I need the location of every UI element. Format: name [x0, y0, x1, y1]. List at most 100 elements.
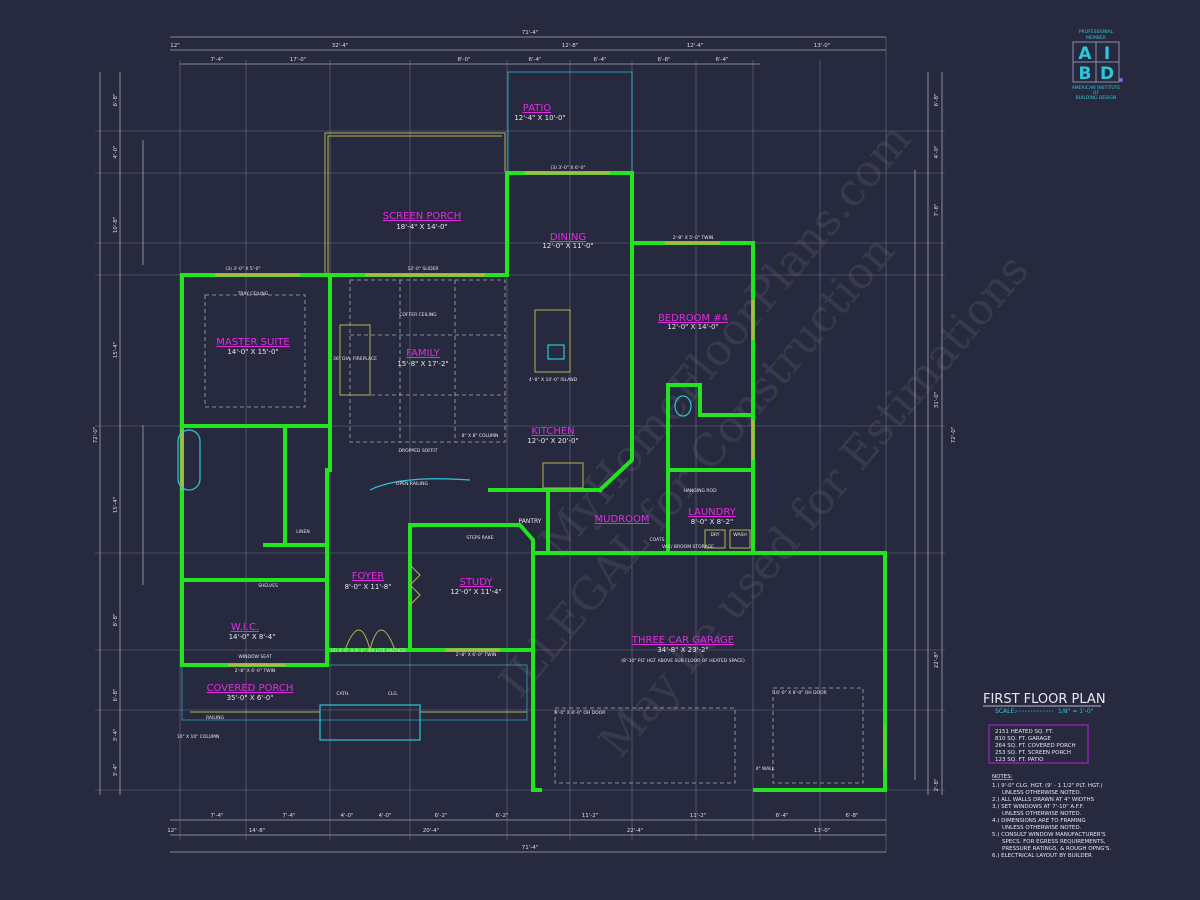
room-dining-dims: 12'-0" X 11'-0" — [542, 242, 593, 250]
room-family-dims: 15'-8" X 17'-2" — [397, 360, 448, 368]
dim-top: 12" — [170, 43, 180, 49]
room-patio-dims: 12'-4" X 10'-0" — [514, 114, 565, 122]
dim-bottom: 4'-0" — [378, 813, 391, 819]
fixtures — [177, 309, 886, 770]
label-wic-window: 2'-8" X 6'-0" TWIN — [235, 668, 276, 674]
dimension-lines — [95, 36, 945, 853]
windows — [180, 171, 755, 667]
room-garage-label: THREE CAR GARAGE — [631, 635, 734, 646]
dim-top-overall: 71'-4" — [522, 30, 539, 36]
label-pantry: PANTRY — [519, 518, 542, 525]
dim-bottom: 6'-4" — [775, 813, 788, 819]
label-slider: 12'-0" SLIDER — [407, 266, 438, 272]
room-patio-label: PATIO — [523, 103, 552, 114]
room-study-label: STUDY — [459, 577, 493, 588]
label-window-seat: WINDOW SEAT — [238, 654, 271, 660]
dim-left: 8'-8" — [113, 613, 119, 626]
room-screen-porch-dims: 18'-4" X 14'-0" — [396, 223, 447, 231]
dim-left: 4'-0" — [113, 145, 119, 158]
dim-left: 6'-8" — [113, 688, 119, 701]
area-line: 2151 HEATED SQ. FT. — [995, 729, 1054, 735]
label-hanging-rod: HANGING ROD — [683, 488, 717, 494]
room-study-dims: 12'-0" X 11'-4" — [450, 588, 501, 596]
watermark-line-1: MyHomeFloorPlans.com — [529, 114, 921, 567]
dim-bottom: 4'-0" — [340, 813, 353, 819]
dim-left: 15'-4" — [113, 497, 119, 514]
dim-bottom: 11'-2" — [690, 813, 707, 819]
label-study-window: 2'-8" X 6'-0" TWIN — [456, 652, 497, 658]
dim-bottom: 13'-0" — [814, 828, 831, 834]
room-wic-label: W.I.C. — [231, 622, 259, 633]
washer-icon — [729, 529, 751, 549]
room-laundry-dims: 8'-0" X 8'-2" — [691, 518, 733, 526]
dim-right: 31'-0" — [934, 392, 940, 409]
note-line: 4.) DIMENSIONS ARE TO FRAMING — [992, 818, 1086, 824]
note-line: 3.) SET WINDOWS AT 7'-10" A.F.F. — [992, 804, 1084, 810]
room-garage-dims: 34'-8" X 23'-2" — [657, 646, 708, 654]
label-coats: COATS — [650, 537, 665, 543]
dim-top: 6'-4" — [528, 57, 541, 63]
left-dimensions: 72'-0" 6'-8" 4'-0" 10'-8" 15'-4" 15'-4" … — [93, 93, 119, 776]
label-open-railing: OPEN RAILING — [396, 481, 428, 487]
note-line: UNLESS OTHERWISE NOTED. — [1002, 811, 1082, 817]
logo-letter: A — [1078, 44, 1092, 64]
room-kitchen-label: KITCHEN — [531, 426, 574, 437]
dim-left-overall: 72'-0" — [93, 427, 99, 444]
aibd-logo: PROFESSIONAL MEMBER A I B D AMERICAN INS… — [1072, 29, 1123, 101]
label-porch-column: 10" X 10" COLUMN — [177, 734, 219, 740]
room-garage-note: (8'-10" PLT HGT ABOVE SUB FLOOR OF HEATE… — [621, 658, 745, 664]
note-line: UNLESS OTHERWISE NOTED. — [1002, 825, 1082, 831]
label-tray-ceiling: TRAY CEILING — [237, 291, 269, 297]
room-covered-porch-dims: 35'-0" X 6'-0" — [227, 694, 274, 702]
room-bedroom-4-dims: 12'-0" X 14'-0" — [667, 323, 718, 331]
notes-heading: NOTES: — [992, 774, 1013, 780]
entry-door — [344, 629, 396, 651]
room-master-suite-label: MASTER SUITE — [216, 337, 289, 348]
room-kitchen-dims: 12'-0" X 20'-0" — [527, 437, 578, 445]
logo-letter: D — [1100, 64, 1114, 84]
label-linen: LINEN — [296, 529, 309, 535]
curved-stair — [369, 478, 471, 491]
room-wic-dims: 14'-0" X 8'-4" — [229, 633, 276, 641]
dryer-icon — [704, 529, 726, 549]
logo-text: OF — [1093, 90, 1100, 96]
ceiling-outlines — [204, 279, 864, 784]
dim-right: 2'-8" — [934, 778, 940, 791]
logo-letter: B — [1079, 64, 1092, 84]
stairs — [542, 462, 584, 489]
area-summary-box — [988, 724, 1089, 764]
logo-text: PROFESSIONAL — [1079, 29, 1114, 35]
note-line: PRESSURE RATINGS, & ROUGH OPNG'S. — [1002, 846, 1111, 852]
dim-bottom: 6'-2" — [434, 813, 447, 819]
dim-top: 32'-4" — [332, 43, 349, 49]
dim-bottom: 14'-8" — [249, 828, 266, 834]
dim-top: 6'-4" — [715, 57, 728, 63]
outdoor-areas — [181, 71, 633, 741]
note-line: 6.) ELECTRICAL LAYOUT BY BUILDER — [992, 853, 1092, 859]
label-dropped-soffit: DROPPED SOFFIT — [399, 448, 438, 454]
room-foyer-dims: 8'-0" X 11'-8" — [345, 583, 392, 591]
kitchen-island — [534, 309, 571, 373]
note-line: SPECS. FOR EGRESS REQUIREMENTS, — [1002, 839, 1106, 845]
label-steps-rake: STEPS RAKE — [466, 535, 493, 541]
label-cath: CATH. — [336, 691, 349, 697]
dim-left: 10'-8" — [113, 217, 119, 234]
dim-top: 13'-0" — [814, 43, 831, 49]
toilet-icon — [674, 395, 692, 417]
dim-bottom: 22'-4" — [627, 828, 644, 834]
note-line: 5.) CONSULT WINDOW MANUFACTURER'S — [992, 832, 1106, 838]
room-family-label: FAMILY — [406, 348, 440, 359]
label-bedroom-window: 2'-8" X 5'-0" TWIN — [673, 235, 714, 241]
room-laundry-label: LAUNDRY — [688, 507, 736, 518]
room-dining-label: DINING — [550, 232, 586, 243]
note-line: 2.) ALL WALLS DRAWN AT 4" WIDTHS — [992, 797, 1095, 803]
area-line: 123 SQ. FT. PATIO — [995, 757, 1044, 763]
dim-top: 12'-8" — [562, 43, 579, 49]
dim-bottom: 7'-4" — [210, 813, 223, 819]
label-washer: WASH — [733, 532, 747, 538]
label-island: 4'-8" X 10'-0" ISLAND — [529, 377, 578, 383]
dim-top: 12'-4" — [687, 43, 704, 49]
dim-right: 4'-0" — [934, 145, 940, 158]
label-entry-door: (2) 3'-0" X 8'-0" 3/4 LITE ARCHED — [331, 648, 406, 654]
